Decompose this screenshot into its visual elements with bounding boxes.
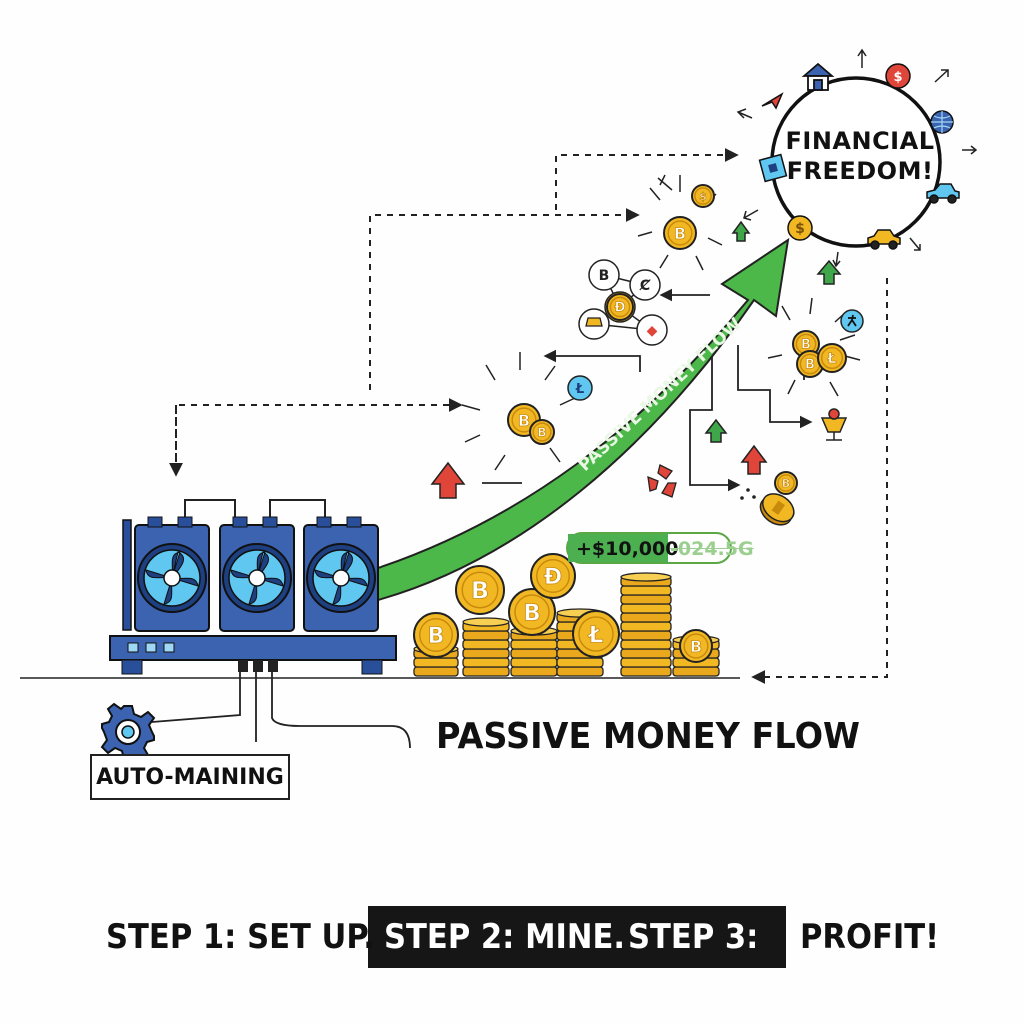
dollar-coin-icon: $ <box>691 184 715 208</box>
up-arrow-red-icon <box>740 444 768 475</box>
litecoin-coin-icon: Ł <box>817 343 847 373</box>
fan-icon <box>222 543 292 613</box>
car-icon-blue <box>926 183 960 204</box>
svg-text:$: $ <box>893 70 902 85</box>
car-icon-gold <box>867 229 901 250</box>
dogecoin-coin-icon: Ð <box>530 553 576 599</box>
bitcoin-coin-icon: B <box>455 565 505 615</box>
coin-stack <box>620 572 672 677</box>
svg-text:B: B <box>674 224 686 243</box>
house-icon <box>801 62 835 91</box>
sparkle-dots <box>740 488 756 500</box>
earnings-ghost-value: -024.5G <box>670 538 754 560</box>
svg-text:B: B <box>471 577 489 605</box>
svg-text:B: B <box>801 338 811 353</box>
up-arrow-green-icon <box>731 220 751 242</box>
bitcoin-coin-icon: B <box>663 216 697 250</box>
up-arrow-green-icon <box>704 418 728 443</box>
bitcoin-coin-icon: B <box>413 612 459 658</box>
passive-money-flow-title: PASSIVE MONEY FLOW <box>436 716 860 757</box>
crypto-node-glyph: ◆ <box>647 323 658 339</box>
bitcoin-coin-icon: B <box>529 419 555 445</box>
financial-freedom-ring: $ $ <box>736 48 978 268</box>
sparkle-cluster-right <box>767 297 861 397</box>
svg-text:Ð: Ð <box>615 301 626 316</box>
satellite-icon <box>820 408 848 441</box>
crypto-node-glyph: Ȼ <box>639 278 651 294</box>
svg-text:B: B <box>518 411 530 430</box>
sparkle-cluster-left <box>461 352 576 471</box>
svg-text:Ł: Ł <box>587 622 604 648</box>
bitcoin-coin-icon: B <box>796 350 824 378</box>
dollar-badge-icon: $ <box>885 63 911 89</box>
falling-coin-icon <box>759 493 795 526</box>
card-icon <box>758 153 788 183</box>
svg-text:Ł: Ł <box>575 382 584 397</box>
globe-icon <box>930 110 954 134</box>
svg-text:Ð: Ð <box>544 565 562 590</box>
recycle-icon <box>647 464 677 498</box>
bitcoin-coin-icon: B <box>508 588 556 636</box>
svg-text:B: B <box>805 358 815 373</box>
auto-mining-label: AUTO-MAINING <box>90 754 290 800</box>
bitcoin-coin-icon: B <box>507 403 541 437</box>
coin-stack <box>462 617 510 677</box>
step-2-text: STEP 2: MINE. <box>384 917 626 957</box>
steps-highlight-bar <box>368 906 786 968</box>
dollar-coin-icon: $ <box>787 215 813 241</box>
step-4-text: PROFIT! <box>800 917 940 957</box>
dashed-connectors <box>169 148 888 684</box>
runner-icon <box>840 309 864 333</box>
bitcoin-coin-icon: B <box>679 629 713 663</box>
up-arrow-green-icon <box>816 259 842 285</box>
svg-text:B: B <box>537 425 546 439</box>
litecoin-icon: Ł <box>567 375 593 401</box>
svg-text:Ł: Ł <box>827 351 837 367</box>
earnings-counter: +$10,000 -024.5G <box>566 532 754 564</box>
bitcoin-coin-icon: B <box>774 471 798 495</box>
financial-freedom-label: FINANCIAL FREEDOM! <box>785 127 935 185</box>
piggy-bank-icon <box>585 317 603 327</box>
steps-banner: STEP 1: SET UP. STEP 2: MINE. STEP 3: PR… <box>0 906 1024 970</box>
step-3-text: STEP 3: <box>628 917 759 957</box>
plane-icon <box>761 92 784 110</box>
svg-text:B: B <box>428 624 445 649</box>
svg-text:$: $ <box>699 190 707 203</box>
crypto-node-glyph: B <box>599 268 610 284</box>
dogecoin-coin-icon: Ð <box>606 293 634 321</box>
up-arrows <box>430 220 842 499</box>
solid-connectors <box>482 288 813 492</box>
svg-text:$: $ <box>795 221 805 237</box>
litecoin-coin-icon: Ł <box>572 610 620 658</box>
mining-rig <box>20 499 740 749</box>
svg-text:B: B <box>523 600 541 626</box>
svg-text:B: B <box>782 477 790 490</box>
fan-icon <box>137 543 207 613</box>
fan-icon <box>306 543 376 613</box>
gear-icon <box>100 702 156 762</box>
svg-text:B: B <box>690 637 702 656</box>
step-1-text: STEP 1: SET UP. <box>106 917 375 957</box>
earnings-value: +$10,000 <box>576 538 679 560</box>
up-arrow-red-icon <box>430 461 466 499</box>
